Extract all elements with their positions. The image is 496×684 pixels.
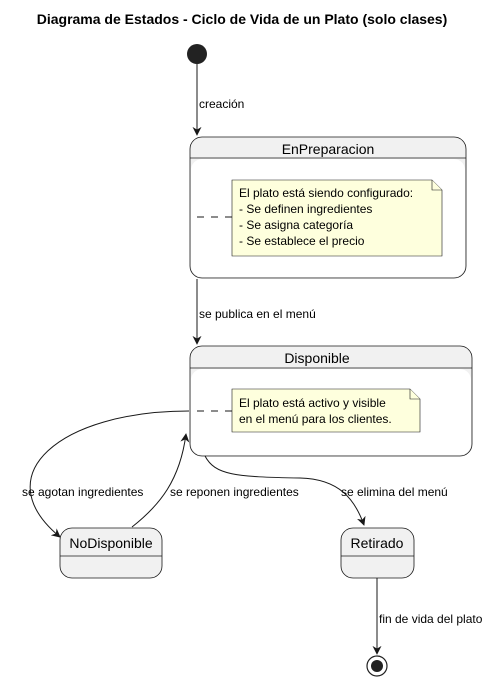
state-retirado-name: Retirado xyxy=(351,535,404,551)
edge-elimina xyxy=(204,455,366,526)
state-no-disponible: NoDisponible xyxy=(59,527,163,579)
note-en-preparacion-line-4: - Se establece el precio xyxy=(239,234,365,248)
edge-label-publica: se publica en el menú xyxy=(199,307,316,321)
note-en-preparacion-line-3: - Se asigna categoría xyxy=(239,218,353,232)
edge-label-fin: fin de vida del plato xyxy=(379,612,483,626)
state-disponible-name: Disponible xyxy=(284,350,350,366)
state-retirado: Retirado xyxy=(340,527,415,579)
edge-agotan xyxy=(29,410,190,538)
edge-reponen xyxy=(131,433,190,528)
note-disponible: El plato está activo y visible en el men… xyxy=(197,388,421,433)
state-en-preparacion-name: EnPreparacion xyxy=(282,141,375,157)
note-en-preparacion: El plato está siendo configurado: - Se d… xyxy=(197,179,443,257)
state-no-disponible-box xyxy=(59,527,163,579)
edge-label-creacion: creación xyxy=(199,97,244,111)
note-disponible-line-2: en el menú para los clientes. xyxy=(239,412,392,426)
note-en-preparacion-fold xyxy=(431,180,442,191)
final-state-node xyxy=(366,655,388,677)
edge-label-reponen: se reponen ingredientes xyxy=(170,485,299,499)
note-en-preparacion-box xyxy=(231,179,443,257)
state-no-disponible-name: NoDisponible xyxy=(69,535,152,551)
edge-label-elimina: se elimina del menú xyxy=(341,485,448,499)
edge-label-agotan: se agotan ingredientes xyxy=(22,485,143,499)
diagram-title: Diagrama de Estados - Ciclo de Vida de u… xyxy=(37,11,448,27)
note-en-preparacion-line-1: El plato está siendo configurado: xyxy=(239,186,413,200)
note-disponible-fold xyxy=(409,389,420,400)
initial-state-node xyxy=(187,44,207,64)
note-disponible-box xyxy=(231,388,421,433)
note-disponible-line-1: El plato está activo y visible xyxy=(239,396,386,410)
note-en-preparacion-line-2: - Se definen ingredientes xyxy=(239,202,372,216)
